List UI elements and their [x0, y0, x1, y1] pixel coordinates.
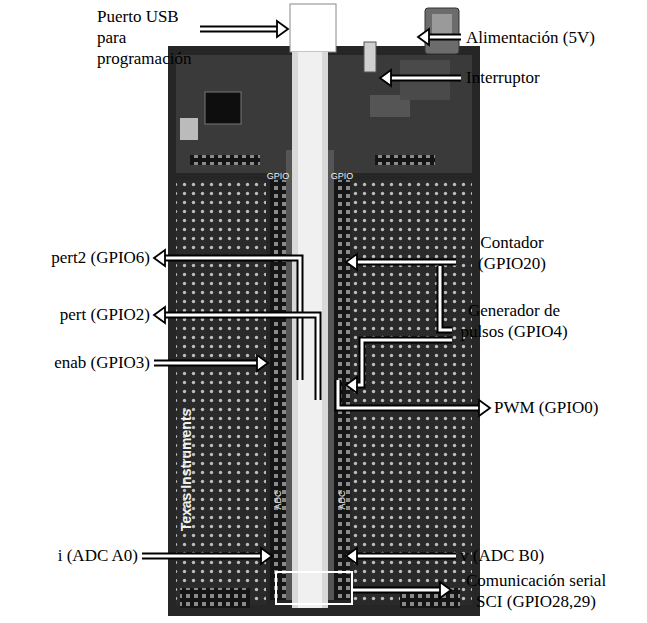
switch-label: Interruptor — [466, 67, 540, 88]
arrow-core — [391, 77, 461, 80]
arrow-core — [142, 555, 261, 558]
callout-arrow — [346, 340, 452, 393]
pin-header — [180, 588, 250, 608]
arrow-head — [257, 355, 268, 371]
callout-arrow — [380, 70, 461, 86]
proto-grid — [176, 180, 266, 605]
arrow-outline — [429, 34, 461, 41]
signal-label: i (ADC A0) — [58, 545, 138, 566]
arrow-core — [353, 589, 440, 592]
arrow-core — [338, 380, 479, 408]
arrow-outline — [165, 315, 318, 400]
arrow-outline — [357, 553, 456, 560]
arrow-head — [418, 29, 429, 45]
brand-text: Texas Instruments — [178, 409, 194, 532]
arrow-outline — [142, 553, 261, 560]
proto-grid — [352, 180, 472, 605]
port-label: Puerto USB para programación — [97, 6, 197, 69]
signal-label: Contador (GPIO20) — [456, 232, 568, 274]
arrow-outline — [353, 587, 440, 594]
arrow-head — [346, 377, 357, 393]
callout-arrow — [440, 266, 452, 330]
arrow-core — [357, 340, 452, 385]
usb-port — [290, 4, 336, 52]
callout-arrow — [142, 548, 272, 564]
signal-label: v (ADC B0) — [460, 545, 544, 566]
arrow-outline — [200, 26, 277, 33]
arrow-head — [479, 400, 490, 416]
header-text: GPIO — [331, 171, 354, 181]
callout-arrow — [154, 307, 318, 400]
arrow-core — [200, 28, 277, 31]
pin-header — [270, 180, 286, 600]
arrow-outline — [391, 75, 461, 82]
header-text: ADC — [273, 490, 283, 509]
arrow-core — [429, 36, 461, 39]
arrow-outline — [154, 360, 257, 367]
arrow-outline — [357, 259, 456, 266]
sci-highlight — [276, 572, 352, 604]
arrow-head — [154, 250, 165, 266]
signal-label: pert (GPIO2) — [60, 304, 150, 325]
arrow-core — [165, 315, 318, 400]
signal-label: Generador de pulsos (GPIO4) — [452, 300, 576, 342]
arrow-outline — [338, 380, 479, 408]
callout-arrow — [154, 355, 268, 371]
signal-label: PWM (GPIO0) — [494, 397, 598, 418]
pcb-board — [168, 46, 480, 616]
arrow-core — [154, 362, 257, 365]
arrow-core — [440, 266, 452, 330]
header-text: GPIO — [267, 171, 290, 181]
arrow-head — [346, 254, 357, 270]
component — [180, 118, 198, 140]
arrow-outline — [357, 340, 452, 385]
arrow-head — [440, 582, 451, 598]
card-slot — [328, 150, 334, 600]
switch — [364, 42, 376, 72]
arrow-core — [357, 261, 456, 264]
pin-header — [190, 155, 260, 165]
card-slot — [286, 150, 292, 600]
callout-arrow — [418, 29, 461, 45]
callout-arrow — [346, 548, 456, 564]
power-jack — [425, 8, 459, 54]
arrow-head — [277, 21, 288, 37]
callout-arrow — [200, 21, 288, 37]
arrow-core — [357, 555, 456, 558]
signal-label: pert2 (GPIO6) — [51, 247, 150, 268]
pin-header — [375, 155, 435, 165]
arrow-head — [346, 548, 357, 564]
chip — [205, 92, 241, 124]
arrow-head — [154, 307, 165, 323]
callout-arrow — [353, 582, 451, 598]
callout-arrow — [338, 380, 490, 416]
signal-label: enab (GPIO3) — [54, 352, 150, 373]
header-text: ADC — [337, 490, 347, 509]
arrow-outline — [440, 266, 452, 330]
arrow-head — [380, 70, 391, 86]
arrow-head — [261, 548, 272, 564]
port-label: Comunicación serial SCI (GPIO28,29) — [455, 570, 617, 612]
power-label: Alimentación (5V) — [466, 27, 595, 48]
